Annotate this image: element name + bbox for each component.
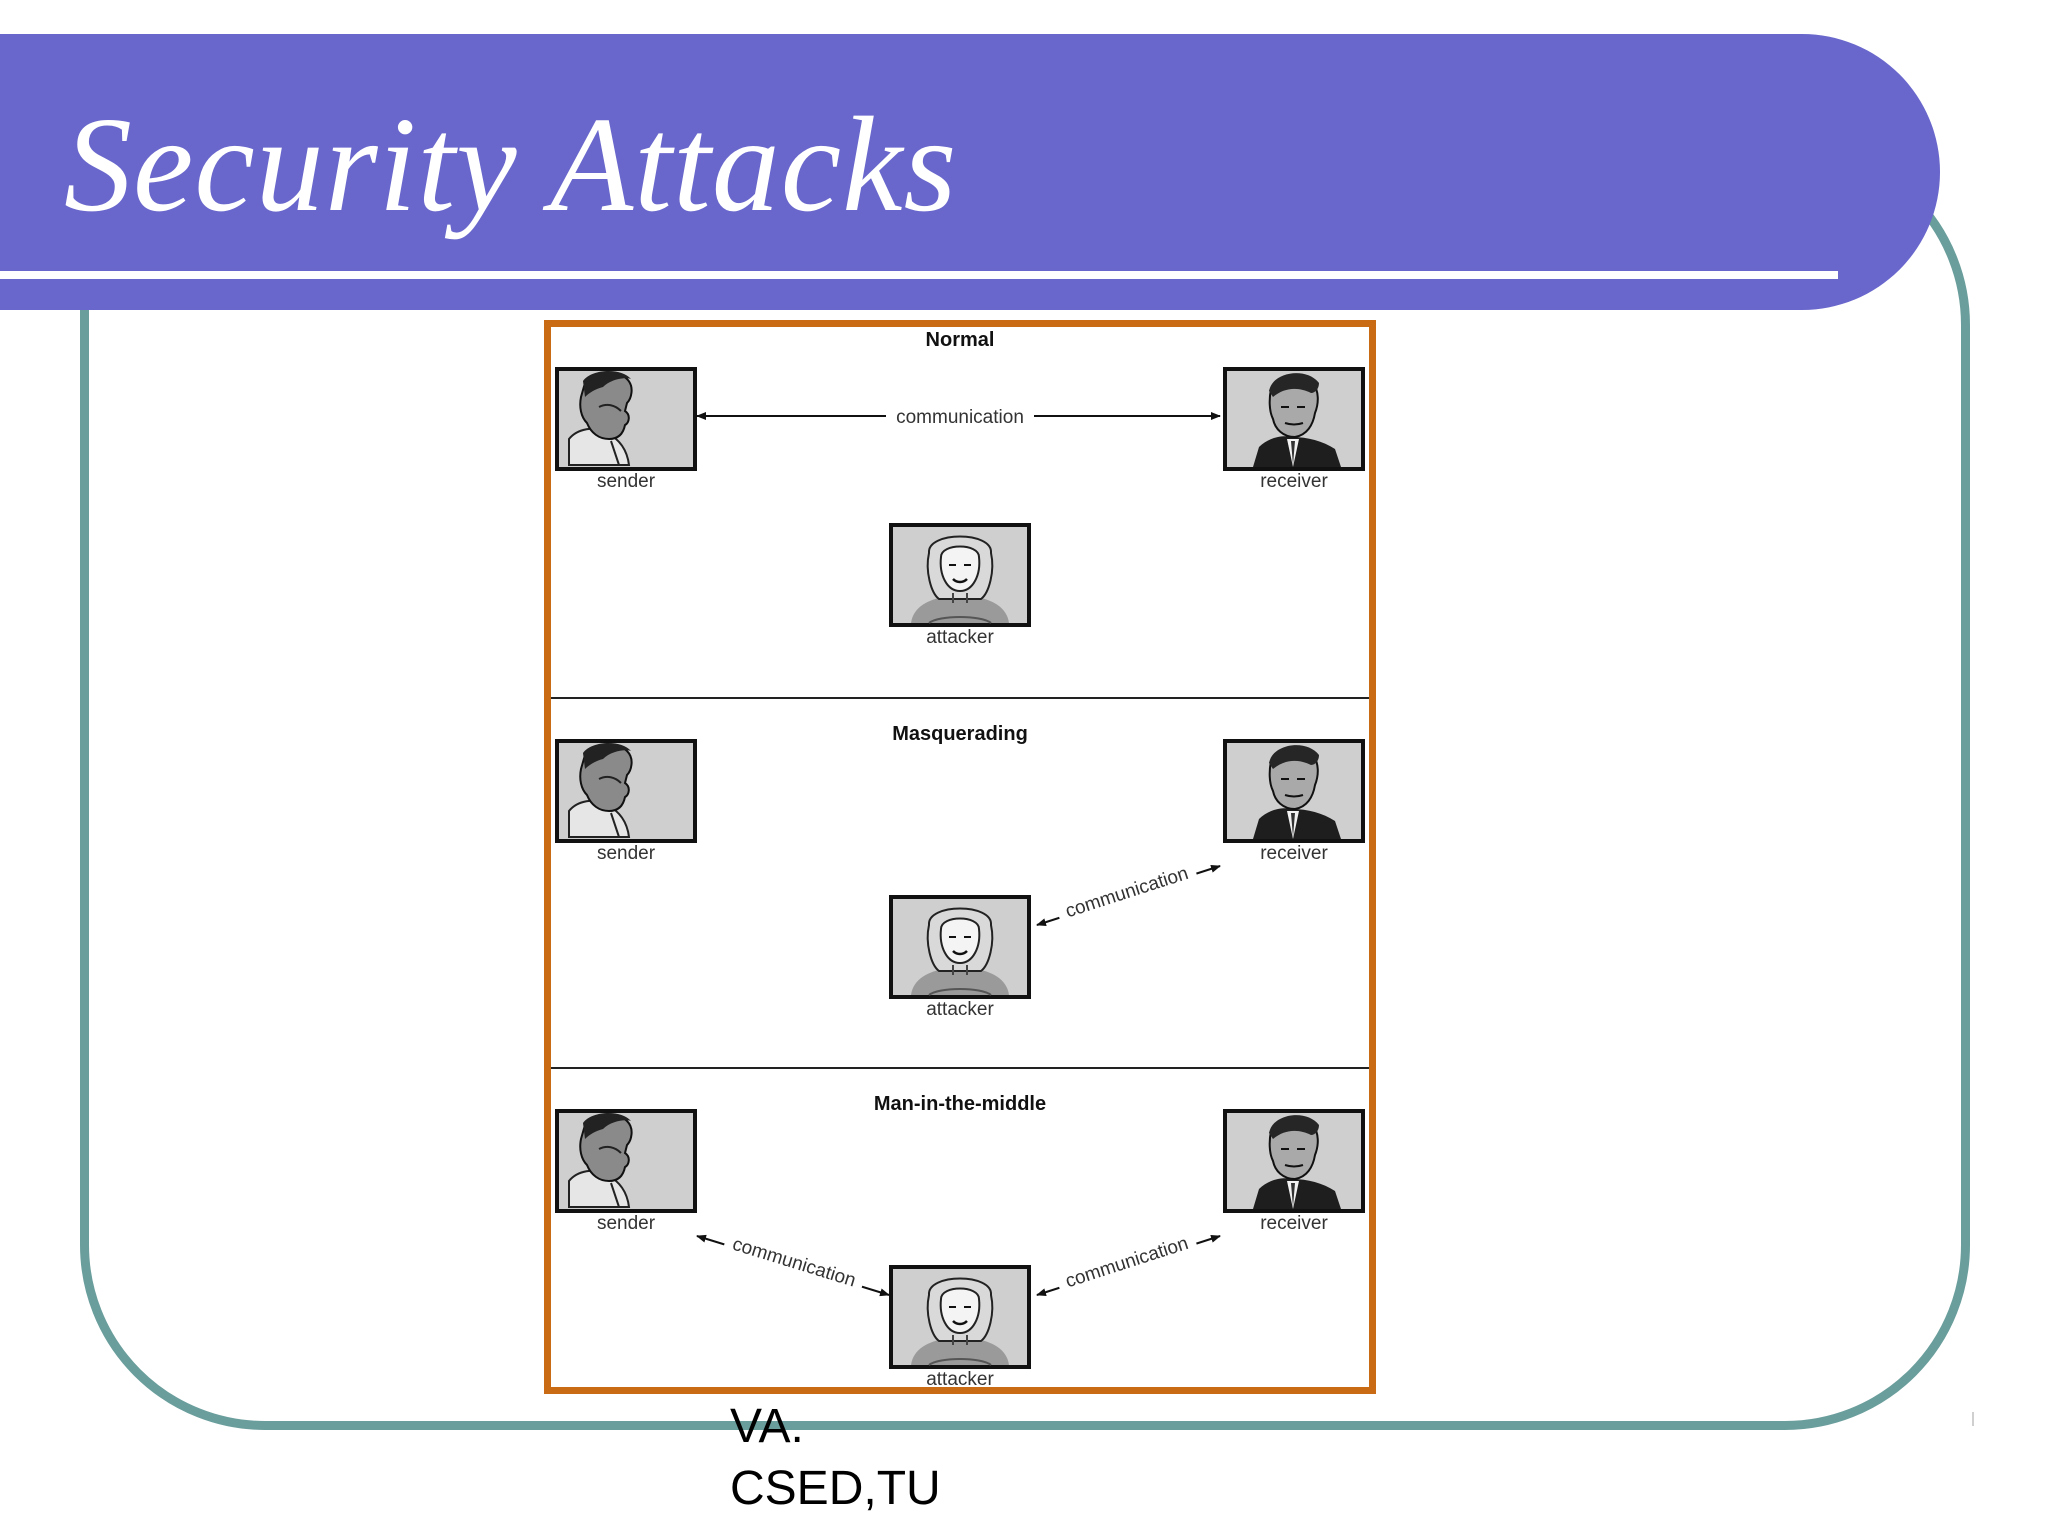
sender-label: sender	[596, 843, 656, 864]
slide-title: Security Attacks	[64, 90, 958, 240]
panel-title: Masquerading	[892, 723, 1028, 745]
attacker-label: attacker	[926, 1369, 994, 1390]
male-receiver-portrait-icon	[1223, 367, 1365, 471]
female-attacker-portrait-icon	[889, 1265, 1031, 1369]
receiver-label: receiver	[1260, 843, 1328, 864]
attacker-label: attacker	[926, 627, 994, 648]
receiver-node: receiver	[1223, 367, 1365, 493]
label-backdrop	[722, 1228, 867, 1294]
male-receiver-portrait-icon	[1223, 739, 1365, 843]
links: communication	[696, 403, 1221, 429]
sender-label: sender	[596, 471, 656, 492]
panel-masquerading: Masquerading communication sender receiv…	[551, 697, 1369, 1067]
panel-title: Man-in-the-middle	[873, 1093, 1047, 1115]
panel-title: Normal	[925, 329, 995, 351]
communication-label: communication	[896, 407, 1024, 428]
sender-node: sender	[555, 739, 697, 865]
label-backdrop	[886, 403, 1034, 429]
attacker-node: attacker	[889, 523, 1031, 649]
links: communication communication	[696, 1227, 1221, 1297]
sender-node: sender	[555, 367, 697, 493]
slide-edge-mark	[1972, 1412, 1974, 1426]
links: communication	[1036, 857, 1221, 927]
slide-footer: VA. CSED,TU	[730, 1396, 941, 1520]
female-attacker-portrait-icon	[889, 895, 1031, 999]
sender-node: sender	[555, 1109, 697, 1235]
title-bar	[0, 34, 1940, 310]
sender-label: sender	[596, 1213, 656, 1234]
male-receiver-portrait-icon	[1223, 1109, 1365, 1213]
label-backdrop	[1054, 1227, 1199, 1295]
receiver-node: receiver	[1223, 739, 1365, 865]
attacker-node: attacker	[889, 1265, 1031, 1391]
panel-normal: Normal communication sender receiver att…	[551, 327, 1369, 697]
male-sender-portrait-icon	[555, 1109, 697, 1213]
footer-line-department: CSED,TU	[730, 1462, 941, 1515]
receiver-node: receiver	[1223, 1109, 1365, 1235]
communication-label: communication	[1063, 1233, 1191, 1292]
security-attacks-figure: Normal communication sender receiver att…	[544, 320, 1376, 1394]
attacker-node: attacker	[889, 895, 1031, 1021]
male-sender-portrait-icon	[555, 739, 697, 843]
panel-man-in-the-middle: Man-in-the-middle communication communic…	[551, 1067, 1369, 1437]
receiver-label: receiver	[1260, 1213, 1328, 1234]
communication-label: communication	[1063, 863, 1191, 922]
attacker-label: attacker	[926, 999, 994, 1020]
label-backdrop	[1054, 857, 1199, 925]
female-attacker-portrait-icon	[889, 523, 1031, 627]
receiver-label: receiver	[1260, 471, 1328, 492]
title-underline	[0, 271, 1838, 279]
footer-line-author: VA.	[730, 1400, 804, 1453]
male-sender-portrait-icon	[555, 367, 697, 471]
